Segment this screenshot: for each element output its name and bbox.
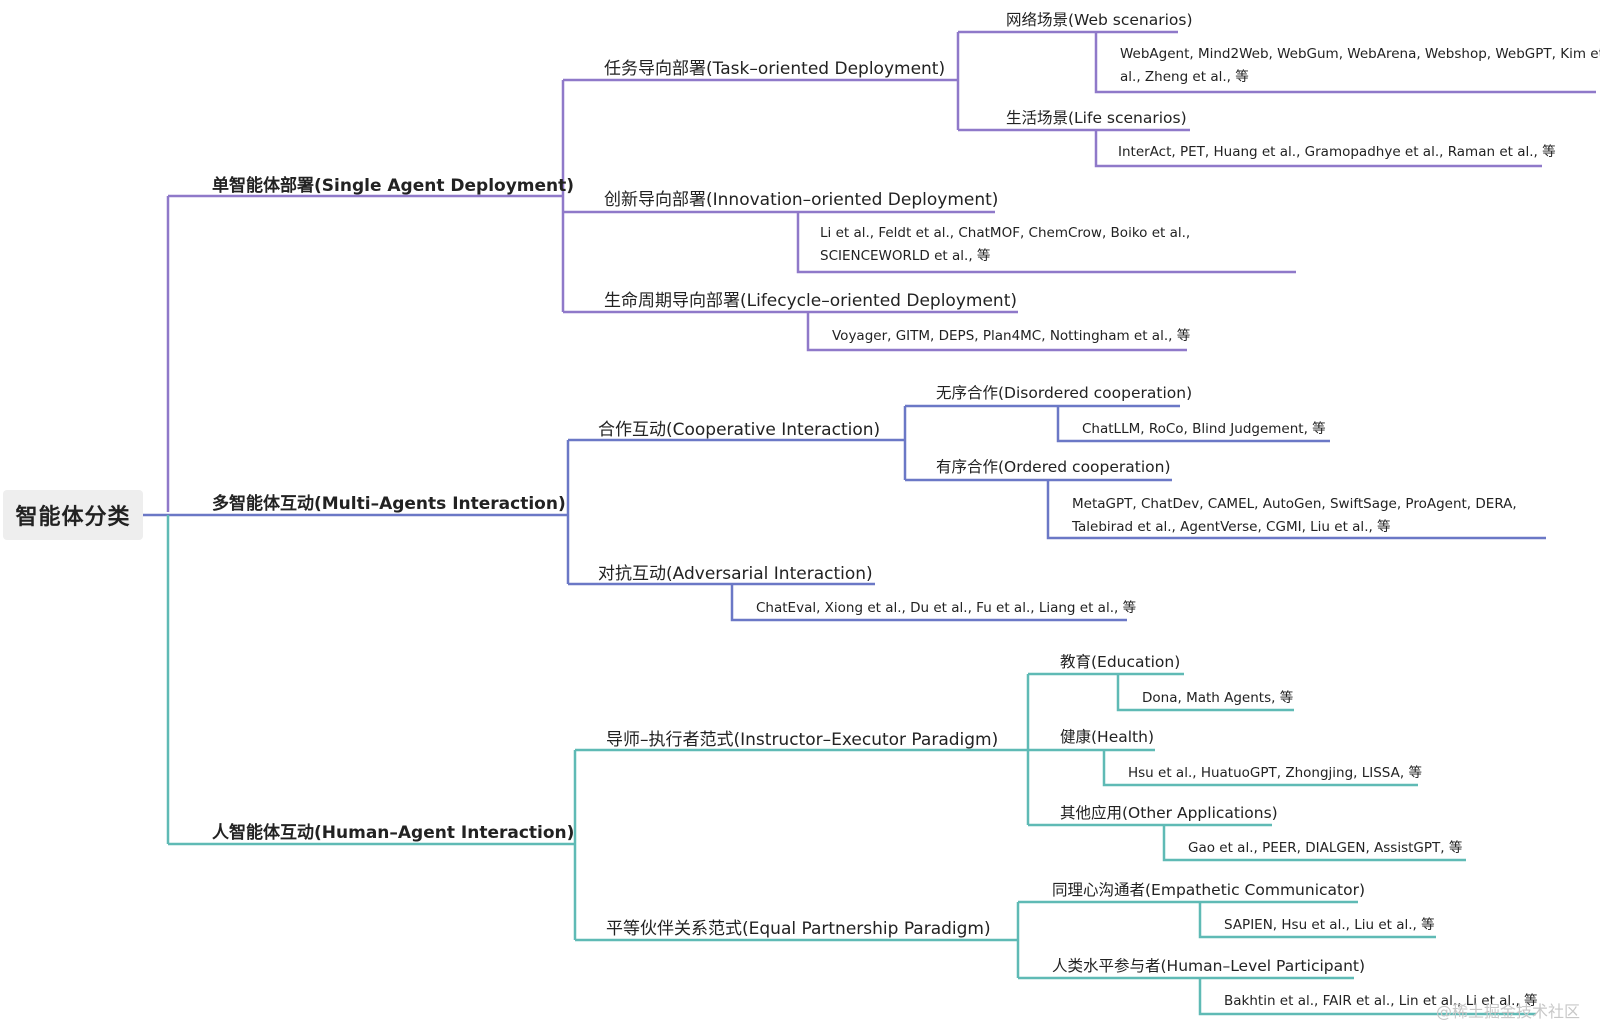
connector-adversarial-refs — [730, 584, 1127, 622]
leaf-adversarial-refs: ChatEval, Xiong et al., Du et al., Fu et… — [756, 600, 1137, 616]
leaf-web-refs-line1: WebAgent, Mind2Web, WebGum, WebArena, We… — [1120, 46, 1600, 62]
node-cooperative: 合作互动(Cooperative Interaction) — [598, 420, 881, 440]
leaf-education-refs: Dona, Math Agents, 等 — [1142, 690, 1294, 706]
connector-lifecycle-refs — [806, 312, 1187, 352]
node-instructor-executor: 导师–执行者范式(Instructor–Executor Paradigm) — [606, 730, 999, 750]
leaf-other-refs: Gao et al., PEER, DIALGEN, AssistGPT, 等 — [1188, 840, 1463, 856]
connector-other-refs — [1162, 825, 1466, 862]
node-empathetic: 同理心沟通者(Empathetic Communicator) — [1052, 881, 1366, 899]
node-lifecycle-oriented: 生命周期导向部署(Lifecycle–oriented Deployment) — [604, 291, 1017, 311]
node-web-scenarios: 网络场景(Web scenarios) — [1006, 11, 1193, 29]
leaf-innovation-refs-line1: Li et al., Feldt et al., ChatMOF, ChemCr… — [820, 225, 1191, 241]
node-education: 教育(Education) — [1060, 653, 1181, 671]
leaf-innovation-refs-line2: SCIENCEWORLD et al., 等 — [820, 248, 991, 264]
root-label: 智能体分类 — [15, 505, 131, 530]
watermark: @稀土掘金技术社区 — [1436, 1002, 1581, 1021]
leaf-empathetic-refs: SAPIEN, Hsu et al., Liu et al., 等 — [1224, 917, 1435, 933]
single-agent-branch-lines — [166, 30, 1596, 512]
node-multi-agents: 多智能体互动(Multi–Agents Interaction) — [212, 494, 566, 514]
connector-web-refs — [1094, 32, 1596, 94]
node-human-agent: 人智能体互动(Human–Agent Interaction) — [212, 823, 575, 843]
root-node: 智能体分类 — [3, 490, 143, 540]
leaf-ordered-refs-line1: MetaGPT, ChatDev, CAMEL, AutoGen, SwiftS… — [1072, 496, 1517, 512]
leaf-humanlevel-refs: Bakhtin et al., FAIR et al., Lin et al.,… — [1224, 993, 1538, 1009]
node-equal-partnership: 平等伙伴关系范式(Equal Partnership Paradigm) — [606, 919, 991, 939]
node-human-level: 人类水平参与者(Human–Level Participant) — [1052, 957, 1366, 975]
node-task-oriented: 任务导向部署(Task–oriented Deployment) — [604, 59, 946, 79]
connector-ordered-refs — [1046, 480, 1546, 540]
node-innovation-oriented: 创新导向部署(Innovation–oriented Deployment) — [604, 190, 999, 210]
node-ordered: 有序合作(Ordered cooperation) — [936, 458, 1171, 476]
connector-humanlevel-refs — [1198, 978, 1536, 1016]
leaf-health-refs: Hsu et al., HuatuoGPT, Zhongjing, LISSA,… — [1128, 765, 1422, 781]
leaf-lifecycle-refs: Voyager, GITM, DEPS, Plan4MC, Nottingham… — [832, 328, 1191, 344]
leaf-life-refs: InterAct, PET, Huang et al., Gramopadhye… — [1118, 144, 1556, 160]
node-disordered: 无序合作(Disordered cooperation) — [936, 384, 1193, 402]
node-single-agent: 单智能体部署(Single Agent Deployment) — [212, 176, 575, 196]
connector-innovation-refs — [796, 212, 1296, 274]
node-health: 健康(Health) — [1060, 728, 1154, 746]
node-other-applications: 其他应用(Other Applications) — [1060, 804, 1278, 822]
connector-life-refs — [1094, 130, 1542, 168]
node-life-scenarios: 生活场景(Life scenarios) — [1006, 109, 1187, 127]
node-adversarial: 对抗互动(Adversarial Interaction) — [598, 564, 873, 584]
connector-empathetic-refs — [1198, 902, 1436, 939]
connector-education-refs — [1116, 674, 1294, 712]
leaf-web-refs-line2: al., Zheng et al., 等 — [1120, 69, 1249, 85]
connector-health-refs — [1102, 750, 1418, 787]
multi-agent-branch-lines — [138, 404, 1546, 622]
leaf-disordered-refs: ChatLLM, RoCo, Blind Judgement, 等 — [1082, 421, 1326, 437]
human-agent-branch-lines — [166, 515, 1536, 1016]
connector-disordered-refs — [1056, 406, 1330, 443]
leaf-ordered-refs-line2: Talebirad et al., AgentVerse, CGMI, Liu … — [1072, 519, 1391, 535]
